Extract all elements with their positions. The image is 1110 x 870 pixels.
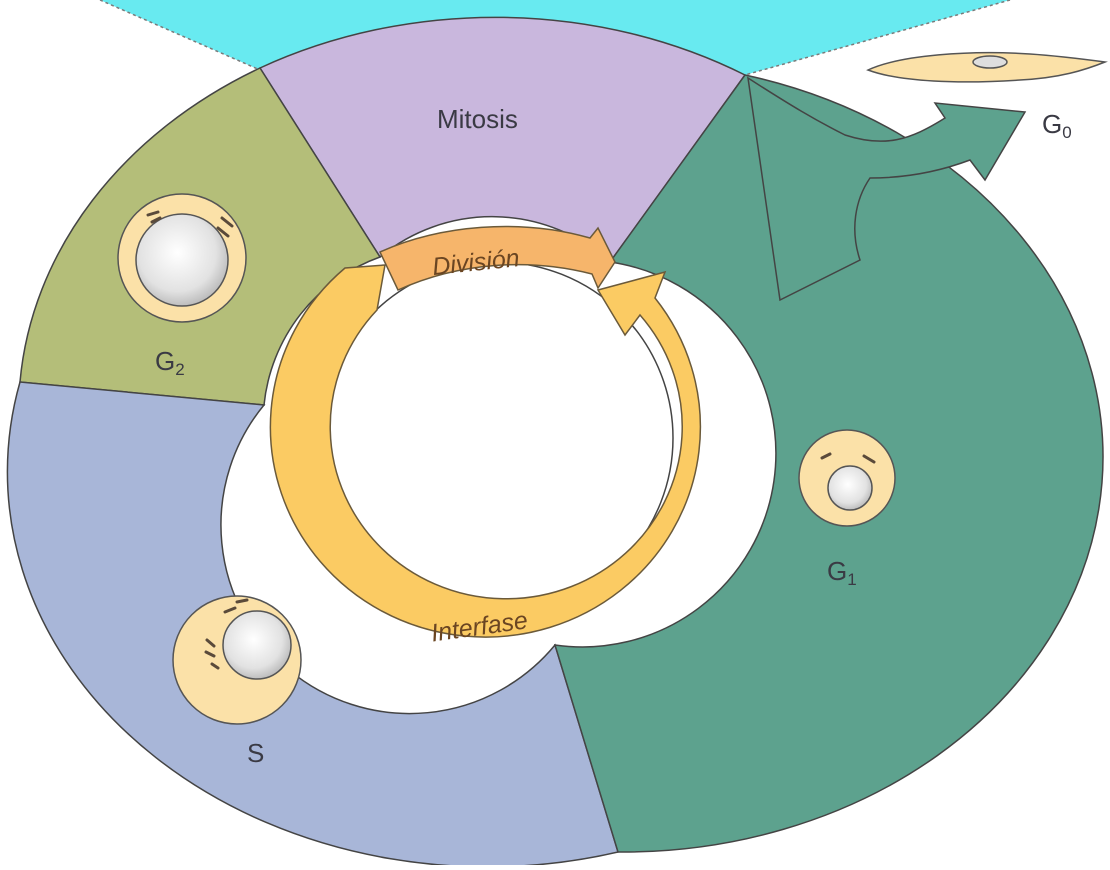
s-label: S xyxy=(247,738,264,768)
g1-cell xyxy=(799,430,895,526)
g0-label: G0 xyxy=(1042,109,1072,142)
mitosis-label: Mitosis xyxy=(437,104,518,134)
g2-cell xyxy=(118,194,246,322)
s-cell xyxy=(173,596,301,724)
g0-cell xyxy=(868,53,1105,82)
